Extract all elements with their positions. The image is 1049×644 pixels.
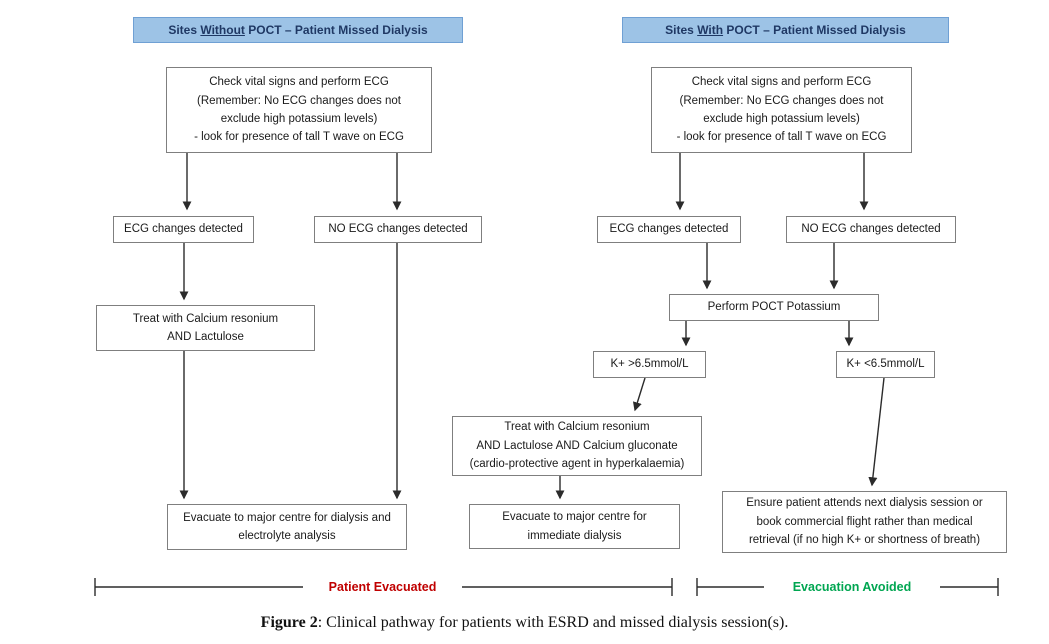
header-left-pre: Sites [168, 23, 201, 37]
treat-box-right: Treat with Calcium resonium AND Lactulos… [452, 416, 702, 476]
no-ecg-changes-box-left: NO ECG changes detected [314, 216, 482, 243]
no-ecg-changes-label: NO ECG changes detected [328, 223, 468, 236]
ecg-changes-box-right: ECG changes detected [597, 216, 741, 243]
patient-evacuated-text: Patient Evacuated [328, 580, 437, 594]
evacuate-line: Evacuate to major centre for [502, 511, 647, 524]
ecg-changes-box-left: ECG changes detected [113, 216, 254, 243]
treat-box-left: Treat with Calcium resonium AND Lactulos… [96, 305, 315, 351]
check-line: (Remember: No ECG changes does not [679, 94, 884, 107]
figure-caption-text: : Clinical pathway for patients with ESR… [317, 614, 789, 631]
k-high-box: K+ >6.5mmol/L [593, 351, 706, 378]
evacuation-avoided-text: Evacuation Avoided [792, 580, 912, 594]
check-vitals-box-right: Check vital signs and perform ECG (Remem… [651, 67, 912, 153]
check-line: exclude high potassium levels) [703, 113, 860, 125]
figure-caption: Figure 2: Clinical pathway for patients … [0, 614, 1049, 632]
ensure-line: retrieval (if no high K+ or shortness of… [748, 534, 981, 547]
evacuate-line: immediate dialysis [527, 529, 622, 542]
no-ecg-changes-label: NO ECG changes detected [801, 223, 941, 236]
header-right-post: POCT – Patient Missed Dialysis [723, 23, 906, 37]
k-low-box: K+ <6.5mmol/L [836, 351, 935, 378]
patient-evacuated-label: Patient Evacuated [300, 579, 465, 595]
header-left-underlined-word: Without [200, 23, 245, 37]
arrow-khigh-to-treat [632, 377, 646, 412]
evacuate-line: electrolyte analysis [238, 530, 336, 542]
check-line: (Remember: No ECG changes does not [197, 94, 401, 107]
header-left-post: POCT – Patient Missed Dialysis [244, 23, 428, 37]
evacuate-line: Evacuate to major centre for dialysis an… [183, 511, 391, 524]
perform-poct-box: Perform POCT Potassium [669, 294, 879, 321]
header-sites-without-poct: Sites Without POCT – Patient Missed Dial… [133, 17, 463, 43]
ecg-changes-label: ECG changes detected [609, 223, 729, 236]
ensure-attendance-box: Ensure patient attends next dialysis ses… [722, 491, 1007, 553]
check-vitals-box-left: Check vital signs and perform ECG (Remem… [166, 67, 432, 153]
check-line: - look for presence of tall T wave on EC… [194, 131, 404, 144]
ensure-line: book commercial flight rather than medic… [756, 515, 973, 528]
check-line: - look for presence of tall T wave on EC… [676, 131, 887, 144]
perform-poct-label: Perform POCT Potassium [707, 301, 841, 314]
treat-line: (cardio-protective agent in hyperkalaemi… [469, 458, 685, 471]
check-line: Check vital signs and perform ECG [209, 76, 389, 89]
treat-line: Treat with Calcium resonium [504, 421, 650, 434]
evacuate-box-left: Evacuate to major centre for dialysis an… [167, 504, 407, 550]
header-right-pre: Sites [665, 23, 698, 37]
ecg-changes-label: ECG changes detected [124, 223, 243, 236]
k-high-label: K+ >6.5mmol/L [610, 358, 689, 371]
header-sites-with-poct: Sites With POCT – Patient Missed Dialysi… [622, 17, 949, 43]
header-right-underlined-word: With [697, 23, 724, 37]
k-low-label: K+ <6.5mmol/L [846, 358, 925, 371]
check-line: exclude high potassium levels) [220, 113, 378, 125]
no-ecg-changes-box-right: NO ECG changes detected [786, 216, 956, 243]
treat-line: AND Lactulose AND Calcium gluconate [476, 439, 678, 452]
arrow-group [94, 153, 999, 596]
treat-line: AND Lactulose [167, 331, 244, 343]
check-line: Check vital signs and perform ECG [691, 76, 872, 89]
arrow-klow-to-ensure [868, 377, 885, 487]
evacuate-box-right: Evacuate to major centre for immediate d… [469, 504, 680, 549]
figure-caption-number: Figure 2 [260, 614, 318, 631]
evacuation-avoided-label: Evacuation Avoided [762, 579, 942, 595]
treat-line: Treat with Calcium resonium [132, 312, 279, 325]
ensure-line: Ensure patient attends next dialysis ses… [746, 497, 983, 510]
